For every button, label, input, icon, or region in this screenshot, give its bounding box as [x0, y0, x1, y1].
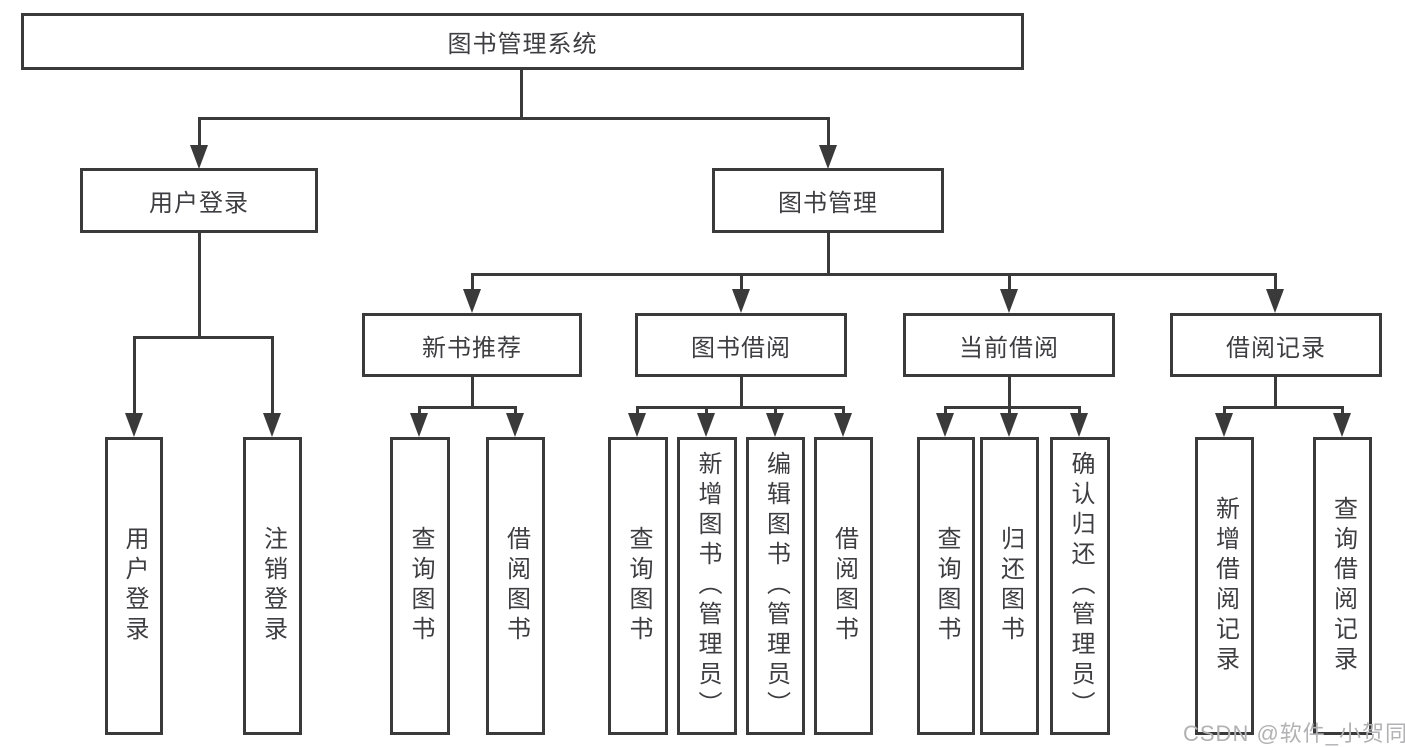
csdn-watermark: CSDN @软件_小贺同学 — [1183, 721, 1405, 746]
leaf-logout: 注销登录 — [243, 437, 302, 735]
connector-to-leaf — [514, 406, 517, 416]
leaf-bb-edit-books: 编辑图书（管理员） — [746, 437, 805, 735]
connector-borrow-records-rail — [1223, 406, 1343, 409]
node-current-borrow: 当前借阅 — [903, 313, 1115, 377]
connector-to-level3 — [740, 273, 743, 293]
leaf-cur-return-books: 归还图书 — [980, 437, 1039, 735]
connector-new-book-rail — [418, 406, 517, 409]
leaf-bb-add-books-label: 新增图书（管理员） — [694, 451, 721, 721]
arrow-down-icon — [732, 289, 750, 313]
connector-root-rail — [198, 117, 830, 120]
leaf-rec-borrow-books: 借阅图书 — [486, 437, 545, 735]
node-user-login-label: 用户登录 — [149, 190, 249, 217]
connector-to-leaf — [1341, 406, 1344, 416]
connector-borrow-records-stem — [1274, 377, 1277, 408]
leaf-br-query-record-label: 查询借阅记录 — [1329, 496, 1357, 676]
arrow-down-icon — [697, 413, 715, 437]
node-root: 图书管理系统 — [21, 13, 1024, 70]
leaf-user-login: 用户登录 — [105, 437, 163, 735]
arrow-down-icon — [1266, 289, 1284, 313]
arrow-down-icon — [834, 413, 852, 437]
connector-to-leaf — [944, 406, 947, 416]
leaf-bb-add-books: 新增图书（管理员） — [677, 437, 737, 735]
node-book-borrow: 图书借阅 — [635, 313, 847, 377]
connector-book-mgmt-stem — [827, 233, 830, 275]
arrow-down-icon — [936, 413, 954, 437]
connector-to-level3 — [1274, 273, 1277, 293]
connector-to-leaf — [1223, 406, 1226, 416]
leaf-logout-label: 注销登录 — [259, 526, 287, 646]
arrow-down-icon — [819, 145, 837, 169]
arrow-down-icon — [263, 413, 281, 437]
leaf-bb-borrow-books: 借阅图书 — [814, 437, 873, 735]
leaf-user-login-label: 用户登录 — [121, 526, 148, 646]
leaf-rec-query-books-label: 查询图书 — [407, 526, 434, 646]
node-book-borrow-label: 图书借阅 — [691, 334, 791, 362]
connector-to-level3 — [1008, 273, 1011, 293]
leaf-cur-confirm-return-label: 确认归还（管理员） — [1067, 451, 1094, 721]
connector-to-leaf — [842, 406, 845, 416]
node-borrow-records: 借阅记录 — [1170, 313, 1382, 377]
leaf-cur-query-books: 查询图书 — [917, 437, 975, 735]
connector-to-leaf — [1078, 406, 1081, 416]
arrow-down-icon — [410, 413, 428, 437]
arrow-down-icon — [463, 289, 481, 313]
connector-to-leaf — [133, 336, 136, 416]
connector-root-stem — [520, 70, 523, 119]
arrow-down-icon — [1070, 413, 1088, 437]
node-book-mgmt: 图书管理 — [712, 168, 944, 233]
connector-to-user-login — [198, 117, 201, 147]
leaf-bb-edit-books-label: 编辑图书（管理员） — [762, 451, 790, 721]
connector-to-leaf — [271, 336, 274, 416]
node-new-book-rec: 新书推荐 — [362, 313, 582, 377]
connector-user-login-rail — [133, 336, 274, 339]
arrow-down-icon — [766, 413, 784, 437]
arrow-down-icon — [1333, 413, 1351, 437]
connector-new-book-stem — [471, 377, 474, 408]
leaf-br-add-record-label: 新增借阅记录 — [1211, 496, 1239, 676]
leaf-bb-borrow-books-label: 借阅图书 — [830, 526, 858, 646]
node-user-login: 用户登录 — [80, 168, 318, 233]
connector-to-leaf — [636, 406, 639, 416]
arrow-down-icon — [190, 145, 208, 169]
arrow-down-icon — [506, 413, 524, 437]
connector-to-book-mgmt — [827, 117, 830, 147]
node-borrow-records-label: 借阅记录 — [1226, 334, 1326, 362]
leaf-rec-borrow-books-label: 借阅图书 — [502, 526, 530, 646]
leaf-cur-query-books-label: 查询图书 — [933, 526, 960, 646]
leaf-cur-return-books-label: 归还图书 — [996, 526, 1024, 646]
node-root-label: 图书管理系统 — [447, 31, 598, 58]
connector-current-borrow-stem — [1008, 377, 1011, 408]
node-book-mgmt-label: 图书管理 — [778, 190, 878, 217]
connector-current-borrow-rail — [944, 406, 1081, 409]
connector-book-borrow-rail — [636, 406, 845, 409]
connector-book-mgmt-rail — [471, 273, 1277, 276]
arrow-down-icon — [1000, 289, 1018, 313]
arrow-down-icon — [125, 413, 143, 437]
arrow-down-icon — [628, 413, 646, 437]
arrow-down-icon — [1215, 413, 1233, 437]
connector-to-leaf — [705, 406, 708, 416]
leaf-br-query-record: 查询借阅记录 — [1313, 437, 1372, 735]
node-new-book-rec-label: 新书推荐 — [422, 334, 522, 362]
leaf-rec-query-books: 查询图书 — [390, 437, 450, 735]
leaf-cur-confirm-return: 确认归还（管理员） — [1050, 437, 1110, 735]
arrow-down-icon — [1000, 413, 1018, 437]
leaf-bb-query-books: 查询图书 — [608, 437, 668, 735]
leaf-br-add-record: 新增借阅记录 — [1195, 437, 1254, 735]
connector-book-borrow-stem — [740, 377, 743, 408]
connector-to-leaf — [774, 406, 777, 416]
connector-to-level3 — [471, 273, 474, 293]
connector-to-leaf — [1008, 406, 1011, 416]
connector-user-login-stem — [198, 233, 201, 338]
node-current-borrow-label: 当前借阅 — [959, 334, 1059, 362]
connector-to-leaf — [418, 406, 421, 416]
leaf-bb-query-books-label: 查询图书 — [625, 526, 652, 646]
